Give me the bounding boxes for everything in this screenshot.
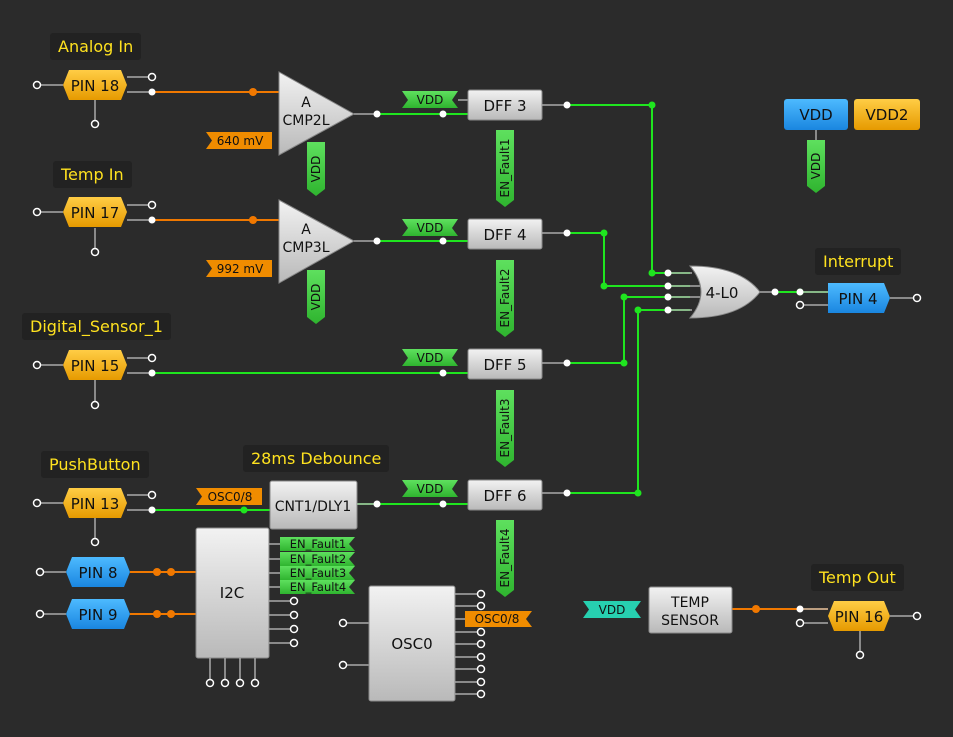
pin-13-label: PIN 13 xyxy=(71,495,120,513)
wire-dff6-gate xyxy=(567,309,690,494)
dff5-en-fault-label: EN_Fault3 xyxy=(498,399,512,458)
pin-15-label: PIN 15 xyxy=(71,357,120,375)
temp-sensor-vdd-label: VDD xyxy=(599,603,626,617)
vdd-button[interactable]: VDD xyxy=(784,99,848,130)
dff3-vdd-tag[interactable]: VDD xyxy=(402,91,468,118)
cmp3-line1: A xyxy=(301,222,311,238)
temp-sensor-line2: SENSOR xyxy=(661,613,719,629)
dff-5[interactable]: DFF 5 xyxy=(467,348,571,380)
pin-18[interactable]: PIN 18 xyxy=(32,70,157,129)
dff-6[interactable]: DFF 6 xyxy=(467,479,571,511)
label-analog-in: Analog In xyxy=(50,33,142,60)
osc-divider-tag[interactable]: OSC0/8 xyxy=(196,488,262,505)
cmp2-vdd-label: VDD xyxy=(309,156,323,183)
or-gate-label: 4-L0 xyxy=(706,284,739,302)
dff6-en-fault-tag[interactable]: EN_Fault4 xyxy=(496,520,514,597)
pin-13[interactable]: PIN 13 xyxy=(32,488,157,547)
wire-dff4-gate xyxy=(567,232,690,287)
comparator-cmp3[interactable]: A CMP3L xyxy=(278,199,381,284)
i2c-fault3-label: EN_Fault3 xyxy=(290,566,347,580)
label-debounce: 28ms Debounce xyxy=(243,445,390,472)
pin-16[interactable]: PIN 16 xyxy=(795,601,922,660)
temp-sensor-block[interactable]: TEMP SENSOR xyxy=(648,586,733,634)
standalone-vdd-tag[interactable]: VDD xyxy=(807,128,825,193)
cmp2-vref-tag[interactable]: 640 mV xyxy=(206,132,272,149)
label-digital-sensor: Digital_Sensor_1 xyxy=(22,313,171,340)
i2c-block[interactable]: I2C xyxy=(195,527,299,688)
dff4-en-fault-label: EN_Fault2 xyxy=(498,269,512,328)
pin-8[interactable]: PIN 8 xyxy=(35,557,131,587)
osc0-output-tag[interactable]: OSC0/8 xyxy=(465,611,532,627)
label-temp-out: Temp Out xyxy=(811,564,904,591)
i2c-fault2-tag[interactable] xyxy=(280,552,355,566)
dff3-vdd-label: VDD xyxy=(417,93,444,107)
dff6-en-fault-label: EN_Fault4 xyxy=(498,529,512,588)
pin-17-label: PIN 17 xyxy=(71,204,120,222)
dff6-vdd-tag[interactable]: VDD xyxy=(402,480,458,508)
dff-4[interactable]: DFF 4 xyxy=(467,218,571,250)
standalone-vdd-label: VDD xyxy=(809,153,823,180)
pin-8-label: PIN 8 xyxy=(78,564,117,582)
pin-9[interactable]: PIN 9 xyxy=(35,599,131,629)
dff4-en-fault-tag[interactable]: EN_Fault2 xyxy=(496,260,514,337)
dff-5-label: DFF 5 xyxy=(483,356,526,374)
label-temp-in: Temp In xyxy=(53,161,132,188)
cmp3-vdd-label: VDD xyxy=(309,284,323,311)
wire-dff3-gate xyxy=(567,104,690,274)
cmp2-vdd-tag[interactable]: VDD xyxy=(307,142,325,196)
pin-17[interactable]: PIN 17 xyxy=(32,197,157,257)
comparator-cmp2[interactable]: A CMP2L xyxy=(278,71,381,156)
osc0-output-label: OSC0/8 xyxy=(475,612,520,626)
dff3-en-fault-tag[interactable]: EN_Fault1 xyxy=(496,130,514,207)
osc0-block[interactable]: OSC0 xyxy=(338,585,486,702)
pin-18-label: PIN 18 xyxy=(71,77,120,95)
dff4-vdd-tag[interactable]: VDD xyxy=(402,219,458,245)
i2c-fault4-tag[interactable] xyxy=(280,580,355,594)
cmp2-vref-label: 640 mV xyxy=(217,134,264,148)
cmp2-line2: CMP2L xyxy=(282,113,329,129)
dff6-vdd-label: VDD xyxy=(417,482,444,496)
i2c-fault4-label: EN_Fault4 xyxy=(290,580,347,594)
wires xyxy=(130,91,828,615)
dff-3[interactable]: DFF 3 xyxy=(467,89,571,121)
cnt-dly-label: CNT1/DLY1 xyxy=(275,499,352,515)
dff3-en-fault-label: EN_Fault1 xyxy=(498,139,512,198)
temp-sensor-vdd-tag[interactable]: VDD xyxy=(583,601,641,618)
dff-3-label: DFF 3 xyxy=(483,97,526,115)
vdd2-button[interactable]: VDD2 xyxy=(854,99,920,130)
cmp3-vref-label: 992 mV xyxy=(217,262,264,276)
dff5-vdd-label: VDD xyxy=(417,351,444,365)
pin-16-label: PIN 16 xyxy=(835,608,884,626)
dff-4-label: DFF 4 xyxy=(483,226,526,244)
pin-4[interactable]: PIN 4 xyxy=(795,283,922,313)
pin-4-label: PIN 4 xyxy=(838,290,877,308)
cnt-dly-block[interactable]: CNT1/DLY1 xyxy=(269,480,381,530)
dff5-vdd-tag[interactable]: VDD xyxy=(402,349,458,377)
osc0-label: OSC0 xyxy=(391,635,432,653)
cmp3-line2: CMP3L xyxy=(282,240,329,256)
temp-sensor-line1: TEMP xyxy=(670,595,709,611)
i2c-label: I2C xyxy=(220,584,244,602)
dff-6-label: DFF 6 xyxy=(483,487,526,505)
pin-9-label: PIN 9 xyxy=(78,606,117,624)
cmp3-vdd-tag[interactable]: VDD xyxy=(307,270,325,324)
i2c-fault1-label: EN_Fault1 xyxy=(290,537,347,551)
cmp2-line1: A xyxy=(301,95,311,111)
i2c-fault2-label: EN_Fault2 xyxy=(290,552,347,566)
or-gate-4-l0[interactable]: 4-L0 xyxy=(664,265,779,319)
pin-15[interactable]: PIN 15 xyxy=(32,350,157,410)
i2c-fault1-tag[interactable] xyxy=(280,537,355,551)
i2c-fault3-tag[interactable] xyxy=(280,566,355,580)
osc-divider-label: OSC0/8 xyxy=(208,490,253,504)
dff5-en-fault-tag[interactable]: EN_Fault3 xyxy=(496,390,514,467)
label-pushbutton: PushButton xyxy=(41,451,149,478)
wire-dff5-gate xyxy=(567,296,690,364)
i2c-en-fault-tags: EN_Fault1 EN_Fault2 EN_Fault3 EN_Fault4 xyxy=(280,537,355,594)
dff4-vdd-label: VDD xyxy=(417,221,444,235)
cmp3-vref-tag[interactable]: 992 mV xyxy=(206,260,272,277)
label-interrupt: Interrupt xyxy=(815,248,902,275)
